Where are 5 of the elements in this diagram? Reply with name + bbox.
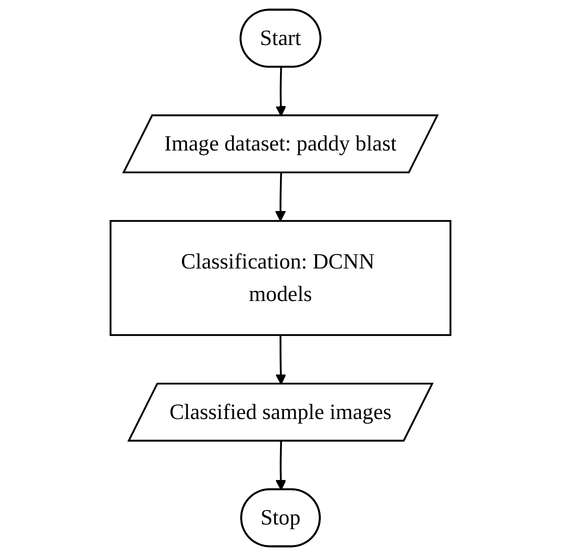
- arrow: [276, 67, 286, 116]
- arrow: [275, 172, 286, 222]
- node-box: [110, 220, 452, 336]
- arrow: [276, 335, 286, 385]
- arrow: [276, 441, 286, 490]
